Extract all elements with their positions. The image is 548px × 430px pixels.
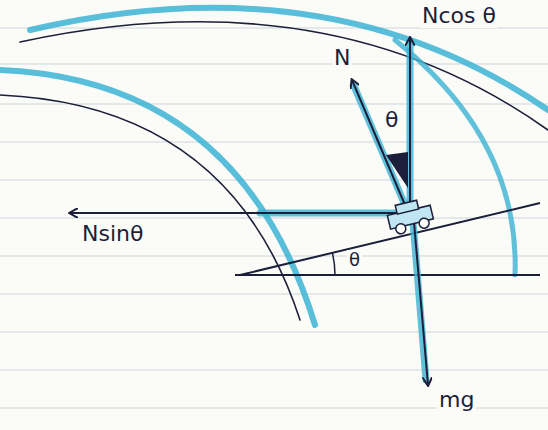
car-symbol [385, 197, 435, 235]
angle-label: θ [383, 108, 400, 132]
force-label: Nsinθ [80, 222, 145, 246]
force-label: mg [437, 388, 476, 412]
road-curves [0, 8, 548, 325]
angle-wedge [386, 152, 408, 188]
force-arrows [70, 38, 428, 385]
force-label: Ncos θ [420, 4, 498, 28]
force-highlights [260, 42, 426, 380]
notebook-lines [0, 28, 548, 408]
force-label: N [332, 46, 352, 70]
angle-label: θ [347, 250, 362, 270]
